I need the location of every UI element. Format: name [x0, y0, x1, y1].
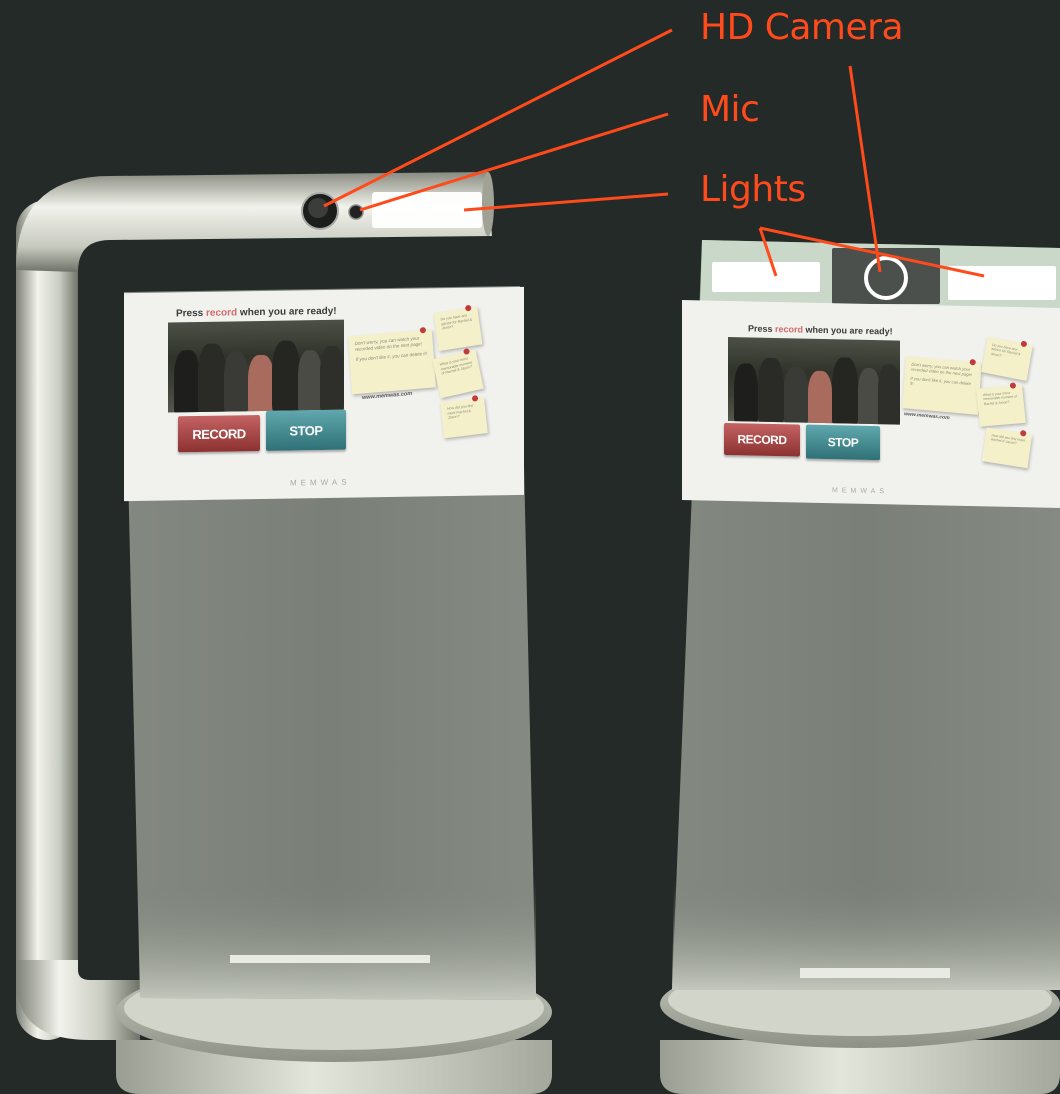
- callout-mic: Mic: [700, 90, 759, 130]
- sticky-note-advice: Do you have any advice for Rachel & Jaso…: [981, 337, 1033, 381]
- record-prompt: Press record when you are ready!: [748, 323, 893, 336]
- pin-icon: [472, 395, 479, 402]
- sticky-note-memorable: What is your most memorable moment of Ra…: [432, 349, 483, 398]
- pin-icon: [1020, 340, 1027, 347]
- pin-icon: [465, 305, 472, 312]
- record-prompt: Press record when you are ready!: [176, 306, 337, 320]
- sticky-note-meet: How did you first meet Rachel & Jason?: [982, 427, 1032, 468]
- light-panel-left: [712, 262, 820, 292]
- stop-button[interactable]: STOP: [266, 410, 346, 451]
- note-text-2: If you don't like it, you can delete it!: [910, 376, 975, 393]
- callout-lights: Lights: [700, 170, 806, 210]
- brand-logo: MEMWAS: [290, 478, 351, 488]
- pin-icon: [1010, 382, 1017, 388]
- sticky-note-main: Don't worry, you can watch your recorded…: [902, 356, 981, 415]
- preview-photo: [168, 320, 344, 413]
- camera-lens: [302, 193, 338, 229]
- sticky-note-advice: Do you have any advice for Rachel & Jaso…: [434, 307, 483, 351]
- pin-icon: [420, 327, 426, 333]
- brand-logo: MEMWAS: [832, 487, 888, 495]
- right-screen: Press record when you are ready! RECORD …: [682, 300, 1060, 508]
- stop-button[interactable]: STOP: [806, 425, 880, 461]
- sticky-note-main: Don't worry, you can watch your recorded…: [348, 329, 436, 394]
- site-url: www.memwas.com: [904, 411, 950, 421]
- note-text-1: Don't worry, you can watch your recorded…: [354, 335, 427, 353]
- sticky-note-meet: How did you first meet Rachel & Jason?: [440, 397, 488, 438]
- callout-lines: [324, 30, 984, 276]
- sticky-note-memorable: What is your most memorable moment of Ra…: [976, 385, 1026, 427]
- note-text-2: If you don't like it, you can delete it!: [356, 351, 428, 363]
- left-screen: Press record when you are ready! RECORD …: [124, 287, 524, 501]
- pin-icon: [1020, 430, 1027, 437]
- preview-photo: [728, 337, 900, 425]
- pin-icon: [463, 348, 470, 355]
- pin-icon: [970, 359, 976, 366]
- record-button[interactable]: RECORD: [724, 423, 800, 457]
- record-button[interactable]: RECORD: [178, 415, 260, 452]
- mic-hole: [349, 205, 363, 219]
- callout-hd-camera: HD Camera: [700, 8, 903, 48]
